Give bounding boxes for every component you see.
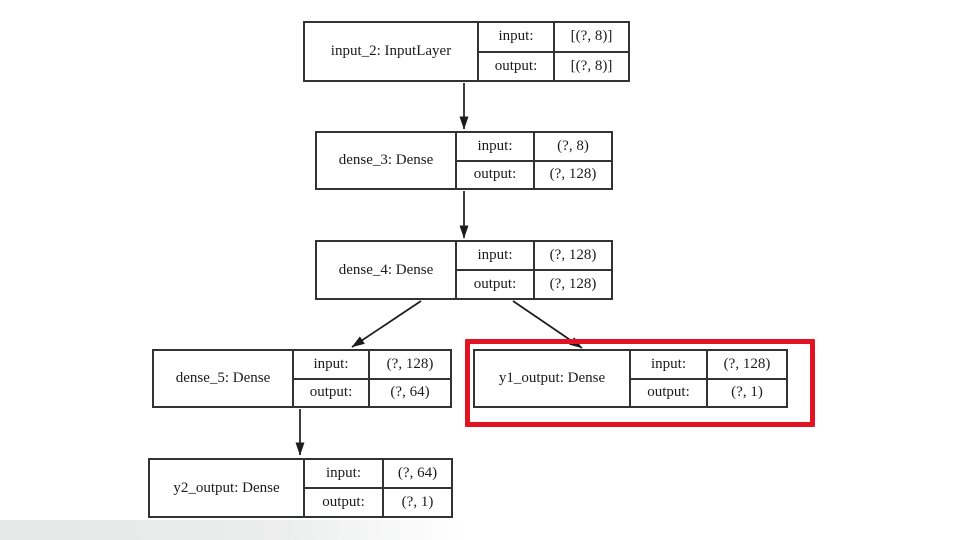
output-shape: [(?, 8)] [570,57,613,74]
output-label: output: [457,161,535,188]
input-row: input: [(?, 8)] [479,23,628,53]
layer-name: y2_output: Dense [150,460,305,516]
input-row: input: (?, 8) [457,133,611,162]
layer-name: dense_5: Dense [154,351,294,406]
layer-name: dense_4: Dense [317,242,457,298]
input-label: input: [479,23,555,51]
layer-node-dense_3: dense_3: Dense input: (?, 8) output: (?,… [315,131,613,190]
layer-node-y2_output: y2_output: Dense input: (?, 64) output: … [148,458,453,518]
layer-io-table: input: (?, 128) output: (?, 64) [294,351,450,406]
layer-name: input_2: InputLayer [305,23,479,80]
input-shape: (?, 64) [397,465,438,481]
output-label: output: [479,52,555,80]
input-row: input: (?, 128) [631,351,786,380]
input-shape: (?, 128) [549,247,597,263]
layer-name: dense_3: Dense [317,133,457,188]
output-label: output: [294,379,370,406]
edge-dense_4-to-dense_5 [351,300,422,348]
layer-node-dense_5: dense_5: Dense input: (?, 128) output: (… [152,349,452,408]
layer-io-table: input: (?, 8) output: (?, 128) [457,133,611,188]
output-shape: (?, 1) [731,384,763,401]
input-label: input: [457,242,535,269]
output-label: output: [305,489,384,516]
output-shape: (?, 64) [390,384,430,401]
output-shape: (?, 1) [401,494,434,510]
input-shape: [(?, 8)] [570,28,613,45]
output-row: output: (?, 128) [457,161,611,188]
output-row: output: (?, 128) [457,271,611,298]
input-label: input: [294,351,370,378]
layer-node-input_2: input_2: InputLayer input: [(?, 8)] outp… [303,21,630,82]
output-row: output: (?, 1) [631,379,786,406]
input-row: input: (?, 64) [305,460,451,489]
layer-name: y1_output: Dense [475,351,631,406]
output-label: output: [631,379,708,406]
layer-io-table: input: (?, 128) output: (?, 128) [457,242,611,298]
input-label: input: [305,460,384,487]
output-shape: (?, 128) [549,166,597,183]
input-row: input: (?, 128) [294,351,450,380]
input-label: input: [631,351,708,378]
output-row: output: (?, 64) [294,379,450,406]
output-row: output: [(?, 8)] [479,52,628,80]
input-shape: (?, 8) [557,137,589,154]
layer-io-table: input: [(?, 8)] output: [(?, 8)] [479,23,628,80]
input-shape: (?, 128) [723,355,771,372]
output-label: output: [457,271,535,298]
input-row: input: (?, 128) [457,242,611,271]
layer-io-table: input: (?, 128) output: (?, 1) [631,351,786,406]
output-row: output: (?, 1) [305,489,451,516]
output-shape: (?, 128) [549,276,597,292]
layer-node-y1_output: y1_output: Dense input: (?, 128) output:… [473,349,788,408]
input-shape: (?, 128) [386,355,434,372]
highlight-box [465,339,815,427]
layer-node-dense_4: dense_4: Dense input: (?, 128) output: (… [315,240,613,300]
input-label: input: [457,133,535,160]
layer-io-table: input: (?, 64) output: (?, 1) [305,460,451,516]
